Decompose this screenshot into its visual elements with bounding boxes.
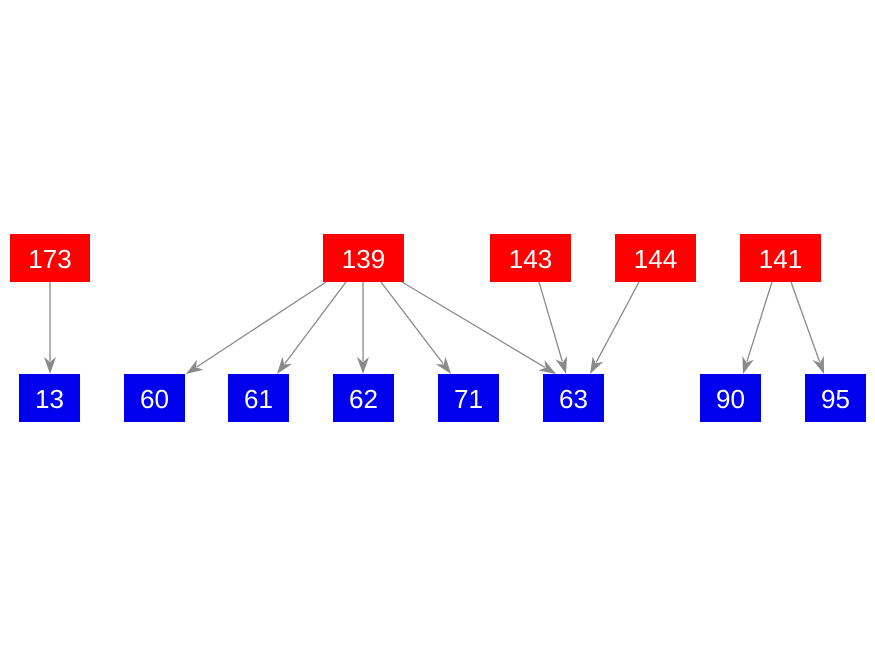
arrow-head: [590, 356, 604, 374]
arrow-head: [186, 359, 204, 374]
node-label: 90: [716, 384, 745, 414]
child-node-box: [228, 374, 289, 422]
child-node-box: [543, 374, 604, 422]
node-141: 141: [740, 234, 821, 282]
node-143: 143: [490, 234, 571, 282]
node-label: 63: [559, 384, 588, 414]
arrow-head: [435, 356, 451, 374]
node-139: 139: [323, 234, 404, 282]
edge-139-to-63: [401, 281, 556, 374]
parent-node-box: [323, 234, 404, 282]
node-63: 63: [543, 374, 604, 422]
child-node-box: [333, 374, 394, 422]
arrow-head: [538, 360, 556, 374]
edge-line: [746, 281, 773, 362]
parent-node-box: [10, 234, 90, 282]
parent-node-box: [615, 234, 696, 282]
edge-line: [380, 281, 444, 365]
child-node-box: [19, 374, 80, 422]
edge-141-to-95: [790, 281, 824, 374]
edge-line: [790, 281, 821, 362]
edge-line: [284, 281, 347, 364]
node-label: 141: [759, 244, 802, 274]
node-label: 60: [140, 384, 169, 414]
node-13: 13: [19, 374, 80, 422]
node-71: 71: [438, 374, 499, 422]
node-label: 95: [821, 384, 850, 414]
parent-node-box: [740, 234, 821, 282]
node-label: 62: [349, 384, 378, 414]
edge-139-to-62: [357, 282, 369, 374]
arrow-head: [555, 356, 567, 374]
edge-139-to-60: [186, 281, 327, 374]
nodes-layer: 173 139 143 144 141 13 60 61 62 71 63 90 95: [10, 234, 866, 422]
node-label: 173: [28, 244, 71, 274]
edge-139-to-71: [380, 281, 451, 374]
edge-line: [538, 281, 563, 362]
edge-143-to-63: [538, 281, 567, 374]
node-label: 61: [244, 384, 273, 414]
node-61: 61: [228, 374, 289, 422]
child-node-box: [124, 374, 185, 422]
node-90: 90: [700, 374, 761, 422]
node-label: 71: [454, 384, 483, 414]
arrow-head: [812, 356, 824, 374]
edges-layer: [44, 281, 824, 374]
arrow-head: [277, 356, 292, 374]
arrow-head: [742, 356, 754, 374]
edge-139-to-61: [277, 281, 347, 374]
edge-173-to-13: [44, 282, 56, 374]
edge-144-to-63: [590, 281, 640, 374]
node-95: 95: [805, 374, 866, 422]
edge-line: [595, 281, 640, 363]
child-node-box: [805, 374, 866, 422]
node-173: 173: [10, 234, 90, 282]
node-144: 144: [615, 234, 696, 282]
edge-141-to-90: [742, 281, 773, 374]
node-label: 143: [509, 244, 552, 274]
node-62: 62: [333, 374, 394, 422]
edge-line: [401, 281, 546, 368]
node-label: 139: [342, 244, 385, 274]
arrow-head: [44, 357, 56, 374]
child-node-box: [700, 374, 761, 422]
node-label: 13: [35, 384, 64, 414]
node-60: 60: [124, 374, 185, 422]
node-label: 144: [634, 244, 677, 274]
child-node-box: [438, 374, 499, 422]
edge-line: [196, 281, 327, 368]
parent-node-box: [490, 234, 571, 282]
arrow-head: [357, 357, 369, 374]
